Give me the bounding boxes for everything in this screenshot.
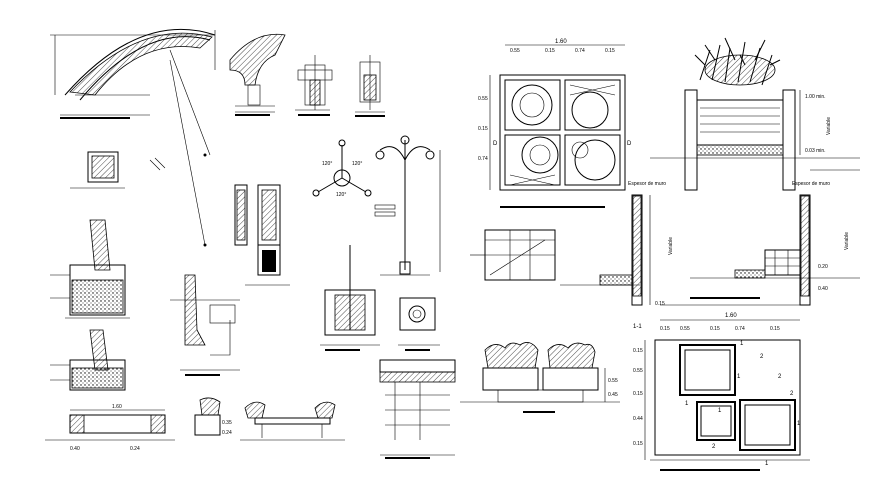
section-right-label: Variable <box>826 117 832 135</box>
small-section-dim-1: 0.35 <box>222 420 232 426</box>
squares-top-dim-5: 0.15 <box>770 326 780 332</box>
plan-left-dim-3: 0.74 <box>478 156 488 162</box>
callout-3: 1 <box>737 374 741 380</box>
post-detail-middle <box>234 184 290 286</box>
bench-width-label: 1.60 <box>112 404 122 410</box>
plan-top-dim-1: 0.55 <box>510 48 520 54</box>
wall-section-middle <box>170 274 240 371</box>
callout-10: 1 <box>765 461 769 467</box>
wall-right-variable: Variable <box>844 232 850 250</box>
squares-left-dim-1: 0.15 <box>633 348 643 354</box>
tree-pit-section-2 <box>50 329 126 391</box>
callout-7: 1 <box>718 408 722 414</box>
wall-top-left-label: Espesor de muro <box>628 181 666 187</box>
plan-left-dim-2: 0.15 <box>478 126 488 132</box>
callout-9: 1 <box>797 421 801 427</box>
squares-left-dim-2: 0.55 <box>633 368 643 374</box>
callout-2: 2 <box>760 354 764 360</box>
squares-top-dim-4: 0.74 <box>735 326 745 332</box>
bench-plan: 1.60 0.40 0.24 <box>45 404 175 452</box>
planter-elevation: 0.55 0.45 <box>460 342 620 413</box>
elevation-dim-1: 0.55 <box>608 378 618 384</box>
plant-canopy <box>694 37 781 86</box>
section-dim-top: 1.00 min. <box>805 94 826 100</box>
lamp-base-detail <box>398 297 440 346</box>
bench-elevation <box>240 401 345 441</box>
plan-left-dim-1: 0.55 <box>478 96 488 102</box>
cut-label: 1-1 <box>633 324 642 330</box>
callout-8: 2 <box>712 444 716 450</box>
squares-left-dim-5: 0.15 <box>633 441 643 447</box>
plan-marker-right: D <box>627 141 632 147</box>
caption-bars <box>60 114 430 459</box>
squares-left-dim-4: 0.44 <box>633 416 643 422</box>
bench-end-section: 0.35 0.24 <box>194 397 232 436</box>
pavement-section <box>379 359 456 456</box>
wall-section-center: Espesor de muro Variable 0.15 1-1 <box>560 181 674 330</box>
planter-plan: 1.60 0.55 0.15 0.74 0.15 0.55 0.15 0.74 … <box>478 39 632 208</box>
wall-section-left <box>470 229 556 281</box>
small-section-dim-2: 0.24 <box>222 430 232 436</box>
plan-top-dim-3: 0.74 <box>575 48 585 54</box>
wall-dim-c: 0.40 <box>818 286 828 292</box>
squares-left-dim-3: 0.15 <box>633 391 643 397</box>
elevation-dim-2: 0.45 <box>608 392 618 398</box>
plan-marker-left: D <box>493 141 498 147</box>
callout-1: 1 <box>740 341 744 347</box>
angle-label-1: 120° <box>322 161 332 167</box>
callout-6: 2 <box>790 391 794 397</box>
lamp-elevation <box>374 135 441 276</box>
planter-section: 1.00 min. 0.03 min. Variable <box>650 37 860 191</box>
callout-4: 2 <box>778 374 782 380</box>
callout-5: 1 <box>685 401 689 407</box>
squares-top-dim-3: 0.15 <box>710 326 720 332</box>
plan-top-dim-2: 0.15 <box>545 48 555 54</box>
arch-structure-detail <box>50 28 216 247</box>
lamp-footing <box>320 245 380 346</box>
bench-dim-2: 0.24 <box>130 446 140 452</box>
post-details-top <box>295 55 385 113</box>
plan-width-label: 1.60 <box>555 39 567 45</box>
tree-planter-detail-top <box>229 33 286 113</box>
wall-left-variable: Variable <box>668 237 674 255</box>
plan-top-dim-4: 0.15 <box>605 48 615 54</box>
squares-top-dim-2: 0.55 <box>680 326 690 332</box>
angle-label-2: 120° <box>352 161 362 167</box>
squares-top-dim-1: 0.15 <box>660 326 670 332</box>
grate-detail <box>70 151 166 189</box>
section-dim-bottom: 0.03 min. <box>805 148 826 154</box>
wall-dim-a: 0.15 <box>655 301 665 307</box>
wall-dim-b: 0.20 <box>818 264 828 270</box>
angle-label-3: 120° <box>336 192 346 198</box>
bench-dim-1: 0.40 <box>70 446 80 452</box>
lamp-plan: 120° 120° 120° <box>312 139 372 198</box>
wall-section-right: Espesor de muro Variable 0.20 0.40 <box>660 181 860 306</box>
squares-width-label: 1.60 <box>725 313 737 319</box>
tree-pit-section-1 <box>50 219 130 319</box>
wall-top-right-label: Espesor de muro <box>792 181 830 187</box>
planter-squares-plan: 1.60 0.15 0.55 0.15 0.74 0.15 0.15 0.55 … <box>633 313 810 471</box>
